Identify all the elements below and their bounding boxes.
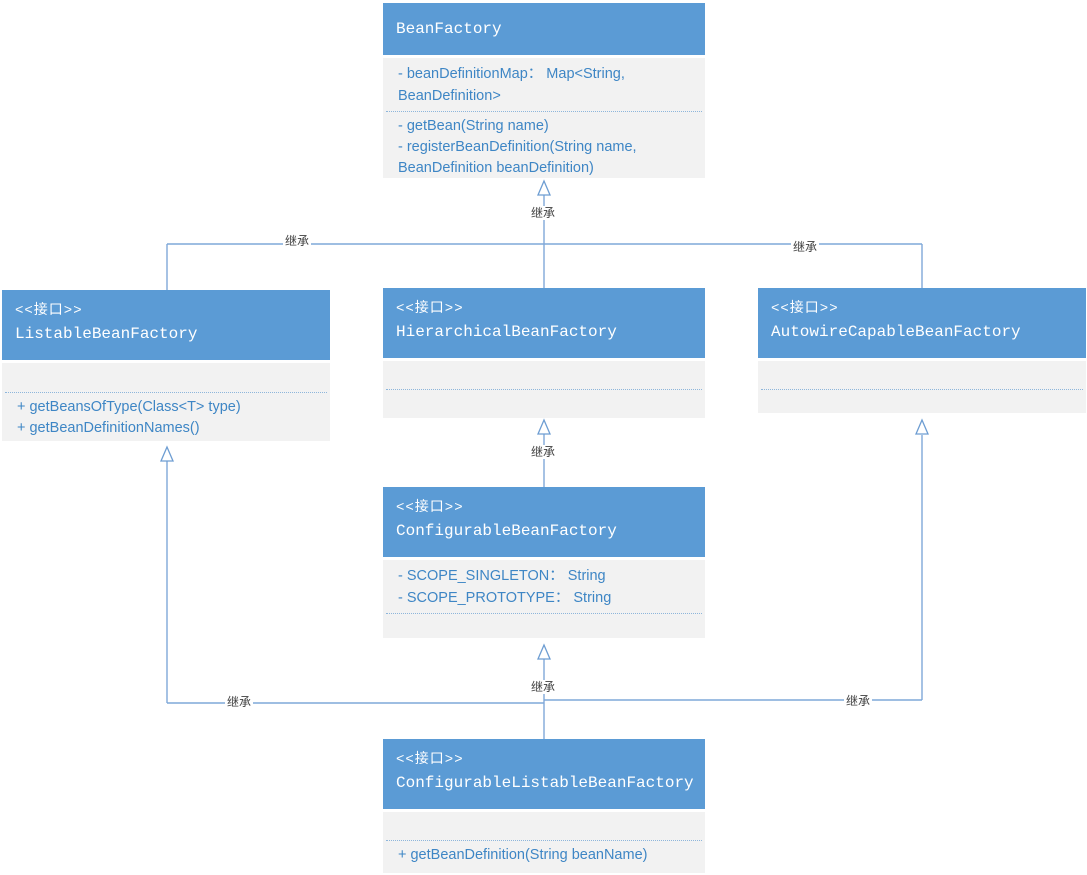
class-box-beanfactory: BeanFactory - beanDefinitionMap： Map<Str… [383, 3, 705, 178]
attributes-section [2, 363, 330, 388]
class-name: ListableBeanFactory [15, 325, 198, 343]
attributes-section: - beanDefinitionMap： Map<String, BeanDef… [383, 58, 705, 107]
attribute-line: - SCOPE_PROTOTYPE： String [398, 590, 612, 606]
inheritance-arrow-icon [537, 418, 551, 435]
class-header: <<接口>> ListableBeanFactory [2, 290, 330, 360]
class-name: HierarchicalBeanFactory [396, 323, 617, 341]
class-name: ConfigurableBeanFactory [396, 522, 617, 540]
inheritance-arrow-icon [915, 418, 929, 435]
inherit-label: 继承 [282, 234, 312, 248]
class-box-listablebeanfactory: <<接口>> ListableBeanFactory + getBeansOfT… [2, 290, 330, 441]
class-header: <<接口>> ConfigurableBeanFactory [383, 487, 705, 557]
class-stereotype: <<接口>> [396, 301, 464, 317]
inherit-label: 继承 [528, 206, 558, 220]
class-box-autowirecapablebeanfactory: <<接口>> AutowireCapableBeanFactory [758, 288, 1086, 413]
class-header: <<接口>> ConfigurableListableBeanFactory [383, 739, 705, 809]
class-stereotype: <<接口>> [15, 303, 83, 319]
method-line: + getBeanDefinitionNames() [17, 420, 200, 436]
class-stereotype: <<接口>> [771, 301, 839, 317]
class-body: - SCOPE_SINGLETON： String - SCOPE_PROTOT… [383, 560, 705, 638]
section-divider [386, 111, 702, 112]
method-line: BeanDefinition beanDefinition) [398, 160, 594, 176]
attributes-section [758, 361, 1086, 385]
inheritance-arrow-icon [160, 445, 174, 462]
class-name: AutowireCapableBeanFactory [771, 323, 1021, 341]
class-body [383, 361, 705, 418]
method-line: - getBean(String name) [398, 118, 549, 134]
class-stereotype: <<接口>> [396, 752, 464, 768]
inherit-label: 继承 [843, 694, 873, 708]
attribute-line: - beanDefinitionMap： Map<String, [398, 66, 625, 82]
method-line: + getBeanDefinition(String beanName) [398, 847, 648, 863]
inheritance-arrow-icon [537, 643, 551, 660]
attributes-section [383, 361, 705, 385]
class-body: + getBeansOfType(Class<T> type) + getBea… [2, 363, 330, 441]
class-box-configurablelistablebeanfactory: <<接口>> ConfigurableListableBeanFactory +… [383, 739, 705, 873]
class-box-configurablebeanfactory: <<接口>> ConfigurableBeanFactory - SCOPE_S… [383, 487, 705, 638]
class-body: - beanDefinitionMap： Map<String, BeanDef… [383, 58, 705, 178]
class-body [758, 361, 1086, 413]
method-line: + getBeansOfType(Class<T> type) [17, 399, 241, 415]
class-header: <<接口>> HierarchicalBeanFactory [383, 288, 705, 358]
methods-section: + getBeansOfType(Class<T> type) + getBea… [2, 397, 330, 439]
section-divider [386, 613, 702, 614]
inherit-label: 继承 [528, 680, 558, 694]
section-divider [386, 389, 702, 390]
inherit-label: 继承 [528, 445, 558, 459]
section-divider [761, 389, 1083, 390]
methods-section: + getBeanDefinition(String beanName) [383, 845, 705, 866]
class-stereotype: <<接口>> [396, 500, 464, 516]
class-header: BeanFactory [383, 3, 705, 55]
attribute-line: BeanDefinition> [398, 88, 501, 104]
attributes-section [383, 812, 705, 836]
class-box-hierarchicalbeanfactory: <<接口>> HierarchicalBeanFactory [383, 288, 705, 418]
class-name: BeanFactory [396, 20, 502, 38]
inherit-label: 继承 [224, 695, 254, 709]
methods-section: - getBean(String name) - registerBeanDef… [383, 116, 705, 178]
class-header: <<接口>> AutowireCapableBeanFactory [758, 288, 1086, 358]
section-divider [386, 840, 702, 841]
attributes-section: - SCOPE_SINGLETON： String - SCOPE_PROTOT… [383, 560, 705, 609]
attribute-line: - SCOPE_SINGLETON： String [398, 568, 606, 584]
inherit-label: 继承 [790, 240, 820, 254]
section-divider [5, 392, 327, 393]
class-body: + getBeanDefinition(String beanName) [383, 812, 705, 873]
class-name: ConfigurableListableBeanFactory [396, 774, 694, 792]
method-line: - registerBeanDefinition(String name, [398, 139, 637, 155]
inheritance-arrow-icon [537, 179, 551, 196]
